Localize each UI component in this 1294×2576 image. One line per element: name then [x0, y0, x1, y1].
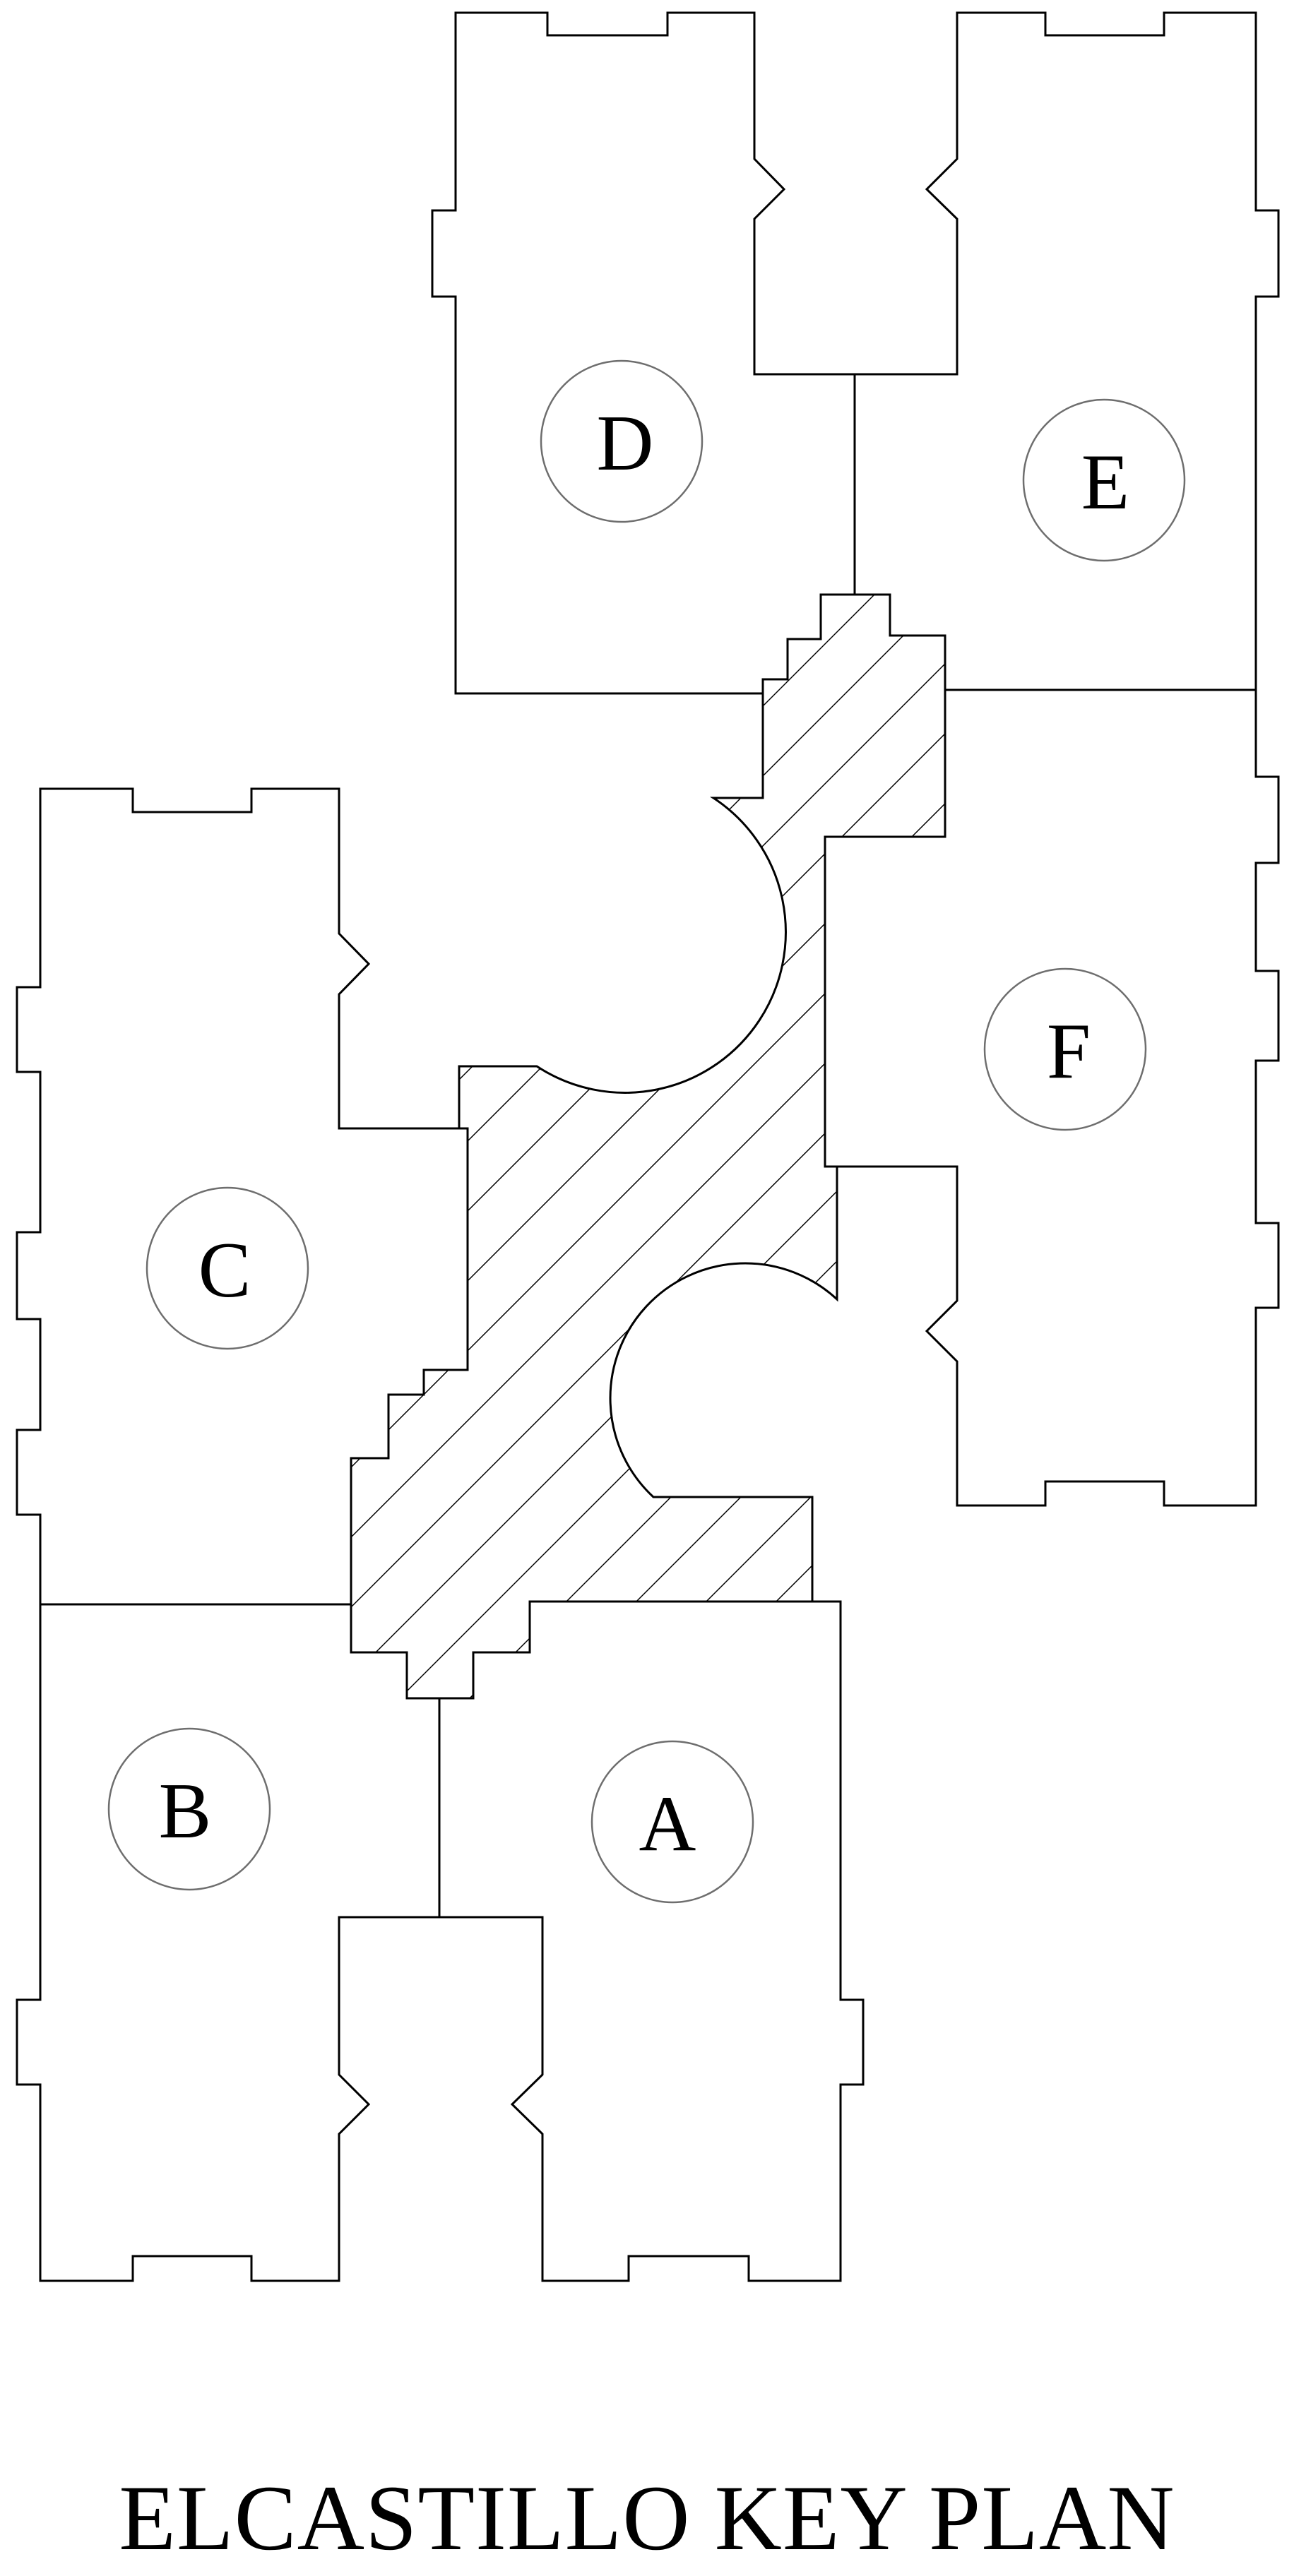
unit-letter-e: E [1081, 439, 1129, 526]
unit-letter-b: B [159, 1767, 212, 1855]
unit-label-a: A [590, 1740, 754, 1904]
unit-label-circle [107, 1727, 271, 1891]
unit-e-outline [853, 11, 1280, 691]
unit-label-d: D [540, 359, 704, 523]
unit-a-outline [438, 1600, 865, 2282]
unit-label-circle [983, 967, 1147, 1131]
plan-title: ELCASTILLO KEY PLAN [119, 2466, 1175, 2570]
unit-letter-d: D [597, 400, 654, 487]
unit-b-outline [16, 1603, 441, 2282]
unit-label-b: B [107, 1727, 271, 1891]
unit-label-c: C [146, 1186, 309, 1350]
unit-letter-f: F [1047, 1008, 1091, 1095]
unit-letter-c: C [198, 1227, 251, 1314]
unit-label-e: E [1022, 398, 1186, 562]
unit-label-circle [146, 1186, 309, 1350]
unit-label-f: F [983, 967, 1147, 1131]
unit-label-circle [1022, 398, 1186, 562]
unit-label-circle [540, 359, 704, 523]
unit-label-circle [590, 1740, 754, 1904]
unit-letter-a: A [639, 1780, 696, 1868]
unit-d-outline [431, 11, 856, 695]
